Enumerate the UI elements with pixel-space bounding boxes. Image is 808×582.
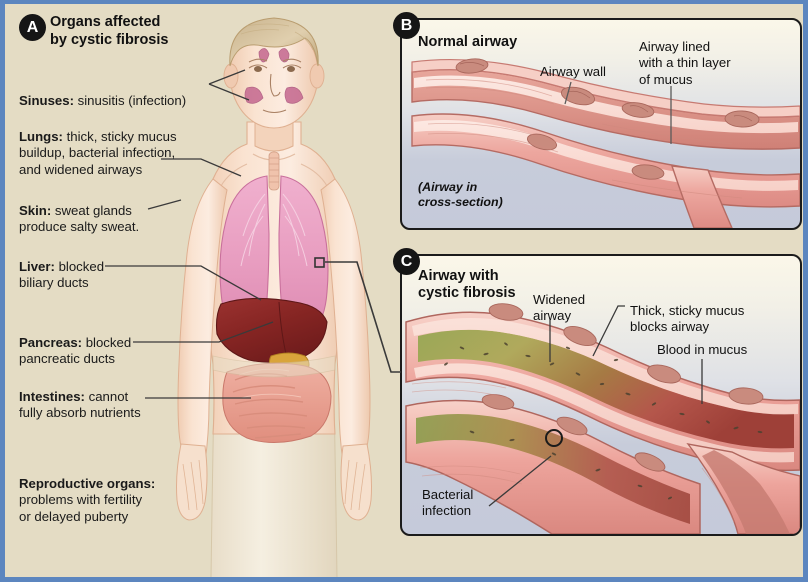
panel-b-cross-section-note: (Airway in cross-section) — [418, 180, 503, 210]
panel-c-title: Airway with cystic fibrosis — [418, 268, 516, 301]
label-bacterial-infection: Bacterial infection — [422, 487, 474, 519]
label-sinuses-text: sinusitis (infection) — [73, 92, 187, 108]
label-liver-term: Liver: — [19, 258, 55, 274]
panel-c-badge: C — [393, 248, 420, 275]
label-pancreas-term: Pancreas: — [19, 334, 83, 350]
panel-b-badge: B — [393, 12, 420, 39]
label-intestines: Intestines: cannot fully absorb nutrient… — [19, 372, 141, 422]
label-intestines-term: Intestines: — [19, 388, 85, 404]
label-airway-lining: Airway lined with a thin layer of mucus — [639, 39, 731, 87]
label-skin-term: Skin: — [19, 202, 52, 218]
panel-b-normal-airway: Normal airway (Airway in cross-section) — [400, 18, 802, 230]
label-reproductive-organs: Reproductive organs: problems with ferti… — [19, 459, 155, 526]
label-reproductive-text: problems with fertility or delayed puber… — [19, 492, 143, 524]
panel-a-badge: A — [19, 14, 46, 41]
label-thick-mucus: Thick, sticky mucus blocks airway — [630, 303, 745, 335]
label-reproductive-term: Reproductive organs: — [19, 475, 156, 491]
label-lungs-text: thick, sticky mucus buildup, bacterial i… — [19, 128, 177, 177]
label-intestines-text: cannot fully absorb nutrients — [19, 388, 141, 421]
normal-airway-illustration — [411, 58, 800, 228]
panel-a-organs: A Organs affected by cystic fibrosis — [5, 4, 395, 577]
panel-a-title: Organs affected by cystic fibrosis — [50, 14, 169, 48]
label-lungs-term: Lungs: — [19, 128, 63, 144]
label-sinuses-term: Sinuses: — [19, 92, 74, 108]
lung-connector-marker — [314, 257, 325, 268]
label-skin-text: sweat glands produce salty sweat. — [19, 202, 140, 235]
label-sinuses: Sinuses: sinusitis (infection) — [19, 76, 186, 109]
panel-b-title: Normal airway — [418, 34, 518, 50]
label-lungs: Lungs: thick, sticky mucus buildup, bact… — [19, 112, 177, 179]
label-liver-text: blocked biliary ducts — [19, 258, 105, 291]
label-pancreas: Pancreas: blocked pancreatic ducts — [19, 318, 131, 368]
label-widened-airway: Widened airway — [533, 292, 586, 324]
label-pancreas-text: blocked pancreatic ducts — [19, 334, 132, 367]
label-airway-wall: Airway wall — [540, 64, 606, 79]
label-skin: Skin: sweat glands produce salty sweat. — [19, 186, 139, 236]
label-liver: Liver: blocked biliary ducts — [19, 242, 104, 292]
bacterial-infection-marker — [545, 429, 563, 447]
human-body-illustration — [176, 17, 372, 577]
label-blood-in-mucus: Blood in mucus — [657, 342, 748, 357]
